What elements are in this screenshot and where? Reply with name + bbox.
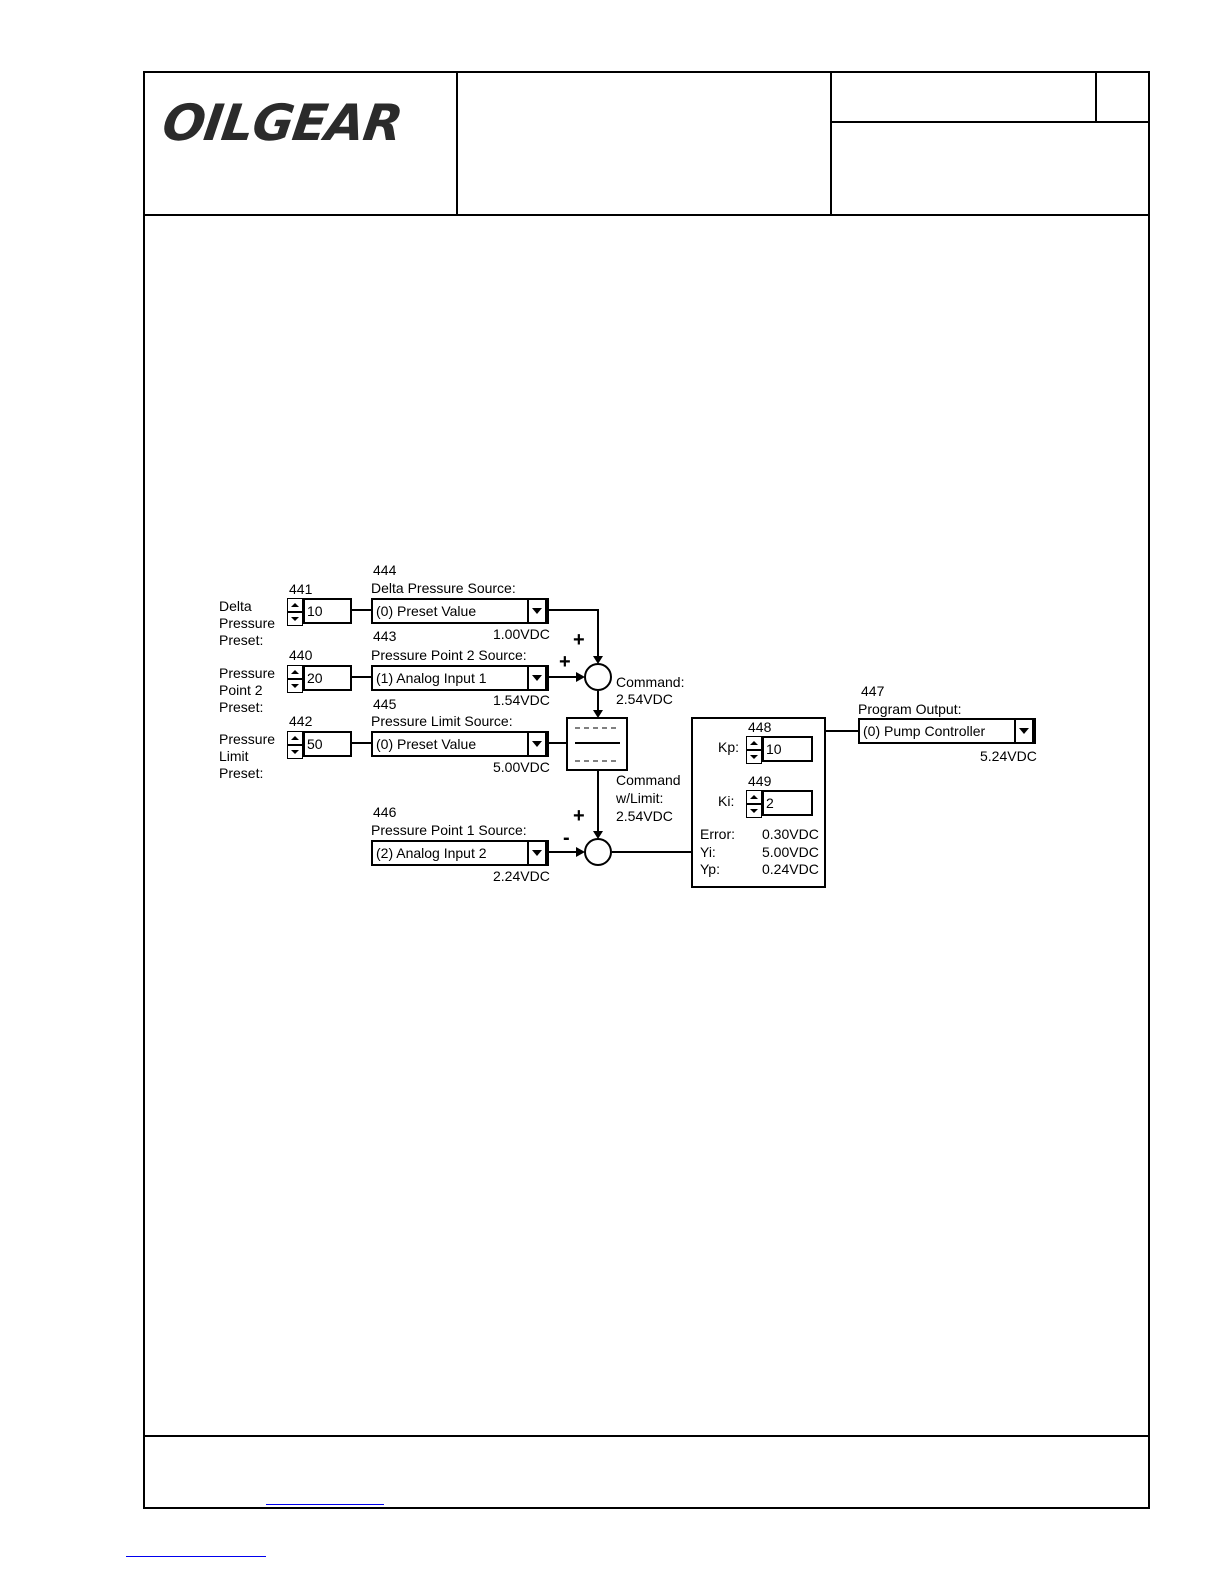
program-output-reading: 5.24VDC — [980, 748, 1037, 764]
footer-divider — [143, 1435, 1150, 1437]
delta-source-reading: 1.00VDC — [493, 626, 550, 642]
spin-up-icon[interactable] — [287, 731, 303, 745]
title-block-divider-1 — [456, 71, 458, 216]
limit-source-select[interactable]: (0) Preset Value — [371, 731, 549, 757]
dropdown-arrow-icon[interactable] — [527, 842, 547, 864]
spin-down-icon[interactable] — [287, 679, 303, 693]
dropdown-arrow-icon[interactable] — [527, 600, 547, 622]
summer2-plus-top: + — [573, 805, 585, 827]
limit-preset-label-3: Preset: — [219, 765, 264, 781]
pp2-preset-label-2: Point 2 — [219, 682, 263, 698]
pp2-source-label: Pressure Point 2 Source: — [371, 647, 527, 663]
pp1-source-label: Pressure Point 1 Source: — [371, 822, 527, 838]
page-frame — [143, 71, 1150, 1509]
yp-label: Yp: — [700, 861, 720, 877]
pp1-source-param: 446 — [373, 804, 397, 820]
title-block-divider-4 — [1095, 71, 1097, 123]
delta-pressure-label-3: Preset: — [219, 632, 264, 648]
limit-preset-spinner[interactable] — [287, 731, 303, 759]
ki-label: Ki: — [718, 793, 735, 809]
title-block-divider-3 — [830, 121, 1150, 123]
command-label: Command: — [616, 674, 685, 690]
limit-source-label: Pressure Limit Source: — [371, 713, 513, 729]
pp2-preset-label-3: Preset: — [219, 699, 264, 715]
limit-preset-label-1: Pressure — [219, 731, 276, 747]
program-output-value: (0) Pump Controller — [863, 723, 986, 739]
command-limit-label-2: w/Limit: — [616, 790, 664, 806]
spin-down-icon[interactable] — [287, 612, 303, 626]
spin-up-icon[interactable] — [746, 790, 762, 804]
ki-spinner[interactable] — [746, 790, 762, 818]
spin-up-icon[interactable] — [746, 736, 762, 750]
pp2-source-reading: 1.54VDC — [493, 692, 550, 708]
delta-pressure-label-1: Delta — [219, 598, 252, 614]
spin-down-icon[interactable] — [746, 750, 762, 764]
yi-value: 5.00VDC — [762, 844, 819, 860]
program-output-label: Program Output: — [858, 701, 962, 717]
limit-source-reading: 5.00VDC — [493, 759, 550, 775]
dropdown-arrow-icon[interactable] — [1014, 720, 1034, 742]
spin-up-icon[interactable] — [287, 598, 303, 612]
pp2-preset-label-1: Pressure — [219, 665, 276, 681]
error-value: 0.30VDC — [762, 826, 819, 842]
page-bottom-link[interactable] — [126, 1556, 266, 1557]
kp-param: 448 — [748, 719, 772, 735]
delta-pressure-label-2: Pressure — [219, 615, 276, 631]
pp1-source-reading: 2.24VDC — [493, 868, 550, 884]
title-block-divider-2 — [830, 71, 832, 216]
yi-label: Yi: — [700, 844, 716, 860]
summer2-minus-left: - — [563, 827, 570, 849]
spin-down-icon[interactable] — [287, 745, 303, 759]
pp1-source-select[interactable]: (2) Analog Input 2 — [371, 840, 549, 866]
limit-preset-param: 442 — [289, 713, 313, 729]
ki-param: 449 — [748, 773, 772, 789]
pp1-source-value: (2) Analog Input 2 — [376, 845, 487, 861]
pp2-source-select[interactable]: (1) Analog Input 1 — [371, 665, 549, 691]
delta-pressure-spinner[interactable] — [287, 598, 303, 626]
kp-input[interactable]: 10 — [762, 736, 813, 762]
limit-preset-label-2: Limit — [219, 748, 249, 764]
pp2-preset-param: 440 — [289, 647, 313, 663]
delta-pressure-param: 441 — [289, 581, 313, 597]
pp2-source-value: (1) Analog Input 1 — [376, 670, 487, 686]
delta-source-value: (0) Preset Value — [376, 603, 477, 619]
footer-link[interactable] — [266, 1504, 384, 1505]
dropdown-arrow-icon[interactable] — [527, 667, 547, 689]
program-output-param: 447 — [861, 683, 885, 699]
delta-source-param: 444 — [373, 562, 397, 578]
limit-preset-input[interactable]: 50 — [303, 731, 352, 757]
spin-up-icon[interactable] — [287, 665, 303, 679]
spin-down-icon[interactable] — [746, 804, 762, 818]
header-divider — [143, 214, 1150, 216]
kp-spinner[interactable] — [746, 736, 762, 764]
delta-source-select[interactable]: (0) Preset Value — [371, 598, 549, 624]
delta-pressure-input[interactable]: 10 — [303, 598, 352, 624]
limit-source-param: 445 — [373, 696, 397, 712]
program-output-select[interactable]: (0) Pump Controller — [858, 718, 1036, 744]
pp2-preset-spinner[interactable] — [287, 665, 303, 693]
pp2-source-param: 443 — [373, 628, 397, 644]
command-limit-reading: 2.54VDC — [616, 808, 673, 824]
delta-source-label: Delta Pressure Source: — [371, 580, 516, 596]
kp-label: Kp: — [718, 739, 740, 755]
summer1-plus-left: + — [559, 651, 571, 673]
command-limit-label-1: Command — [616, 772, 681, 788]
summer1-plus-top: + — [573, 629, 585, 651]
yp-value: 0.24VDC — [762, 861, 819, 877]
pp2-preset-input[interactable]: 20 — [303, 665, 352, 691]
command-reading: 2.54VDC — [616, 691, 673, 707]
limit-source-value: (0) Preset Value — [376, 736, 477, 752]
dropdown-arrow-icon[interactable] — [527, 733, 547, 755]
error-label: Error: — [700, 826, 735, 842]
ki-input[interactable]: 2 — [762, 790, 813, 816]
